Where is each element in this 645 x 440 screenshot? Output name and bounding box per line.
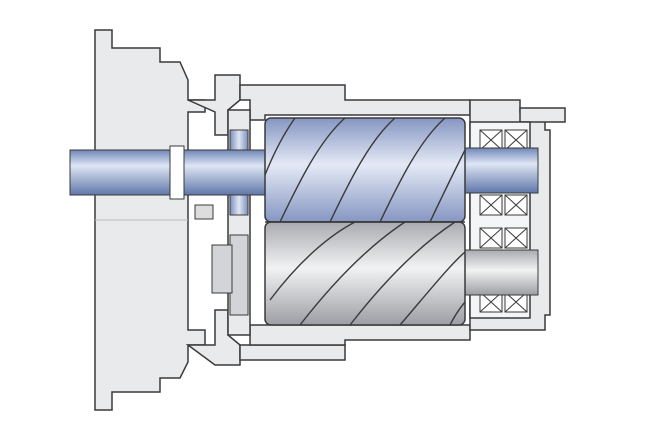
male-rotor-shaft-end (459, 147, 539, 194)
shaft-coupling (169, 145, 185, 200)
male-rotor (264, 117, 466, 223)
female-rotor (264, 221, 466, 326)
bolt (194, 204, 214, 220)
female-rotor-shaft-end (459, 249, 539, 296)
